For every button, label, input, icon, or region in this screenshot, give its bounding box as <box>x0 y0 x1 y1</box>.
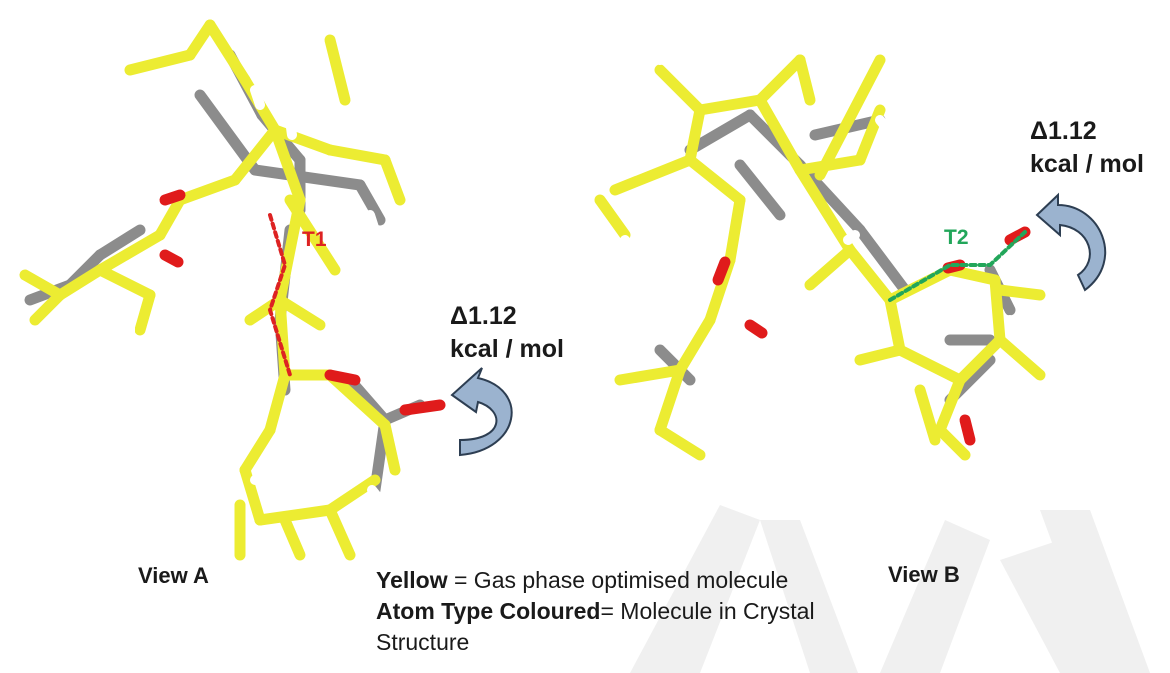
legend-coloured-desc: = Molecule in Crystal Structure <box>376 598 815 655</box>
torsion-label-t1: T1 <box>302 228 327 251</box>
energy-label-b: Δ1.12 kcal / mol <box>1030 115 1144 181</box>
caption-view-b: View B <box>888 562 960 587</box>
energy-label-a: Δ1.12 kcal / mol <box>450 300 564 366</box>
legend-coloured-term: Atom Type Coloured <box>376 598 601 624</box>
energy-value-b: Δ1.12 <box>1030 117 1097 145</box>
energy-unit-b: kcal / mol <box>1030 150 1144 178</box>
legend: Yellow = Gas phase optimised molecule At… <box>376 565 846 658</box>
rotation-arrow-a-icon <box>450 367 513 457</box>
energy-value-a: Δ1.12 <box>450 302 517 330</box>
rotation-arrow-b-icon <box>1035 192 1107 292</box>
energy-unit-a: kcal / mol <box>450 335 564 363</box>
torsion-label-t2: T2 <box>944 226 969 249</box>
legend-yellow-desc: = Gas phase optimised molecule <box>447 567 789 593</box>
caption-view-a: View A <box>138 563 209 588</box>
legend-yellow-term: Yellow <box>376 567 448 593</box>
